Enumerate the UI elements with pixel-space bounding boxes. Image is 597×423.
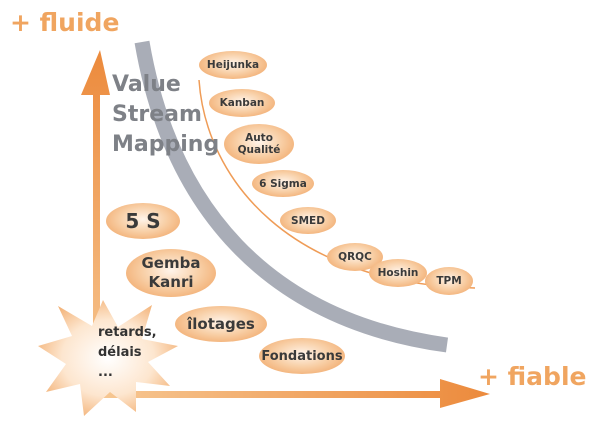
y-axis-arrow xyxy=(81,50,110,398)
burst-line-1: retards, xyxy=(98,325,157,340)
tool-tpm-label: TPM xyxy=(436,275,462,287)
vsm-line-2: Stream xyxy=(112,102,202,127)
vsm-line-3: Mapping xyxy=(112,132,220,157)
basic-ilotages: îlotages xyxy=(175,306,267,342)
y-axis-label: + fluide xyxy=(10,8,120,37)
vsm-line-1: Value xyxy=(112,72,181,97)
tool-six-sigma: 6 Sigma xyxy=(252,170,314,197)
x-axis-arrow xyxy=(88,379,490,408)
vsm-label: Value Stream Mapping xyxy=(112,70,219,160)
basic-fondations-label: Fondations xyxy=(261,348,343,364)
tool-auto-label-2: Qualité xyxy=(237,144,281,156)
tool-kanban-label: Kanban xyxy=(219,97,265,109)
tool-hoshin-label: Hoshin xyxy=(377,267,419,279)
grey-curve-band xyxy=(134,40,449,353)
basic-5s: 5 S xyxy=(106,203,180,239)
basic-gemba-kanri: Gemba Kanri xyxy=(126,249,216,297)
problem-starburst xyxy=(38,300,178,416)
basic-ilotages-label: îlotages xyxy=(187,314,255,333)
basic-gemba-label-2: Kanri xyxy=(148,273,194,291)
tool-tpm: TPM xyxy=(425,267,473,295)
tool-hoshin: Hoshin xyxy=(369,259,427,287)
tool-heijunka: Heijunka xyxy=(199,51,267,79)
x-axis-label: + fiable xyxy=(478,362,587,391)
burst-line-2: délais xyxy=(98,345,142,360)
tool-smed-label: SMED xyxy=(291,214,325,227)
tool-kanban: Kanban xyxy=(209,89,275,117)
basic-gemba-label-1: Gemba xyxy=(141,254,201,272)
basic-fondations: Fondations xyxy=(259,338,345,374)
basic-5s-label: 5 S xyxy=(125,209,161,233)
burst-line-3: ... xyxy=(98,365,113,380)
burst-text: retards, délais ... xyxy=(98,323,157,383)
tool-smed: SMED xyxy=(280,207,336,234)
tool-auto-label-1: Auto xyxy=(245,132,273,144)
tool-six-sigma-label: 6 Sigma xyxy=(259,177,307,190)
tool-qrqc-label: QRQC xyxy=(338,251,372,263)
tool-heijunka-label: Heijunka xyxy=(206,59,260,71)
tool-auto-qualite: Auto Qualité xyxy=(224,124,294,164)
